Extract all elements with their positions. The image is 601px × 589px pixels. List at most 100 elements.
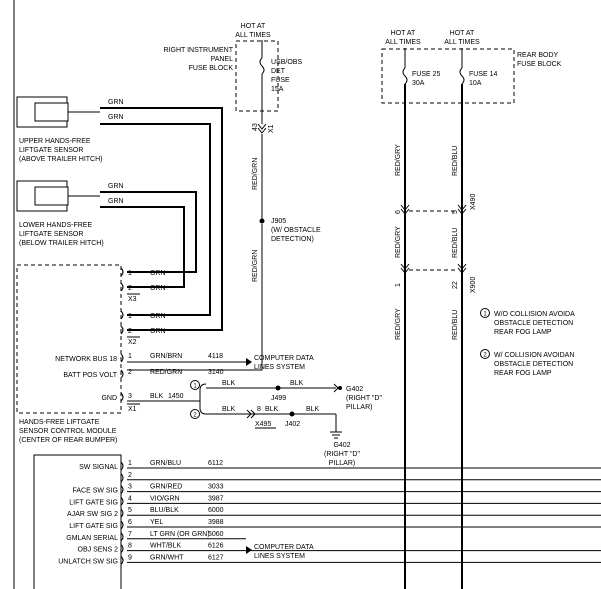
red-blu-label-3: RED/BLU <box>452 310 459 340</box>
rip-name-3: FUSE BLOCK <box>189 65 234 72</box>
x900-pin-1: 1 <box>395 283 402 287</box>
lower-data-lines-2: LINES SYSTEM <box>254 553 305 560</box>
row-pin-bracket <box>120 461 124 471</box>
rbfb-hot1-1: HOT AT <box>391 30 416 37</box>
lower-row-label: UNLATCH SW SIG <box>58 558 118 565</box>
rear-body-fuse-block-outline <box>381 48 515 104</box>
j499-label: J499 <box>271 395 286 402</box>
lower-row-color: WHT/BLK <box>150 543 181 550</box>
lower-sensor-wire-1 <box>100 191 197 273</box>
row-pin-bracket <box>120 556 124 565</box>
x2-pin-2-color: GRN <box>150 328 166 335</box>
g402-a-3: PILLAR) <box>346 404 372 411</box>
lower-row-pin: 7 <box>128 531 132 538</box>
rip-hot-1: HOT AT <box>241 23 266 30</box>
lower-row-color: BLU/BLK <box>150 507 179 514</box>
module-name-3: (CENTER OF REAR BUMPER) <box>19 437 117 444</box>
lower-sensor-name-3: (BELOW TRAILER HITCH) <box>19 240 104 247</box>
lower-hands-free-sensor: LOWER HANDS-FREE LIFTGATE SENSOR (BELOW … <box>16 180 104 247</box>
rip-fuse-4: 15A <box>271 86 284 93</box>
g402-b-3: PILLAR) <box>329 460 355 467</box>
ground-blk-1: BLK <box>222 380 236 387</box>
j402-label: J402 <box>285 421 300 428</box>
lower-row-color: YEL <box>150 519 163 526</box>
fuse14-label-2: 10A <box>469 80 482 87</box>
lower-wire-2-color: GRN <box>108 198 124 205</box>
upper-sensor-name-1: UPPER HANDS-FREE <box>19 138 91 145</box>
g402-b-1: G402 <box>333 442 350 449</box>
lower-row-circuit: 5060 <box>208 531 224 538</box>
row-pin-bracket <box>120 508 124 518</box>
note-1-line-3: REAR FOG LAMP <box>494 329 552 336</box>
lower-row-circuit: 6126 <box>208 543 224 550</box>
fuse25-label-2: 30A <box>412 80 425 87</box>
x3-connector: 1 GRN 2 GRN X3 <box>120 267 166 303</box>
module-data-lines-1: COMPUTER DATA <box>254 355 314 362</box>
upper-wire-2-color: GRN <box>108 114 124 121</box>
x1-row-3-label: GND <box>101 395 117 402</box>
rip-wire-color-lower: RED/GRN <box>252 250 259 282</box>
lower-row-pin: 9 <box>128 554 132 561</box>
x2-pin-2: 2 <box>128 328 132 335</box>
j905-label-1: J905 <box>271 218 286 225</box>
lower-row-color: VIO/GRN <box>150 495 180 502</box>
ground-circuit: 1 2 BLK BLK J499 G402 (RIGHT "D" PILLAR)… <box>127 380 382 467</box>
ground-blk-5: BLK <box>306 406 320 413</box>
rip-fuse-2: DET <box>271 68 286 75</box>
x1-row-2-label: BATT POS VOLT <box>63 372 117 379</box>
lower-row-pin: 4 <box>128 495 132 502</box>
ground-opt-1: 1 <box>193 384 197 390</box>
lower-row-color: LT GRN (OR GRN) <box>150 531 210 538</box>
module-data-lines-2: LINES SYSTEM <box>254 364 305 371</box>
lower-sensor-wire-2 <box>100 206 185 288</box>
x490-label: X490 <box>470 194 477 210</box>
j905-label-2: (W/ OBSTACLE <box>271 227 321 234</box>
note-2-line-3: REAR FOG LAMP <box>494 370 552 377</box>
lower-row-pin: 6 <box>128 519 132 526</box>
hands-free-control-module-outline <box>16 264 122 414</box>
note-1-line-2: OBSTACLE DETECTION <box>494 320 573 327</box>
x2-pin-1: 1 <box>128 313 132 320</box>
row-pin-bracket <box>120 485 124 494</box>
lower-row-pin: 8 <box>128 543 132 550</box>
x1-row-2-pin: 2 <box>128 369 132 376</box>
lower-row-label: GMLAN SERIAL <box>66 535 118 542</box>
note-2-line-1: W/ COLLISION AVOIDAN <box>494 352 574 359</box>
lower-row-label: FACE SW SIG <box>72 488 118 495</box>
x490-pin-6: 6 <box>395 210 402 214</box>
lower-row-color: GRN/WHT <box>150 554 184 561</box>
lower-row-label: LIFT GATE SIG <box>69 499 118 506</box>
lower-module-outline <box>33 454 122 589</box>
lower-wire-1-color: GRN <box>108 183 124 190</box>
x1-row-3-color: BLK <box>150 393 164 400</box>
rip-wire-color-upper: RED/GRN <box>252 158 259 190</box>
note-2-line-2: OBSTACLE DETECTION <box>494 361 573 368</box>
row-pin-bracket <box>120 544 124 553</box>
lower-row-pin: 1 <box>128 460 132 467</box>
lower-row-label: LIFT GATE SIG <box>69 523 118 530</box>
x2-conn-label: X2 <box>128 339 137 346</box>
upper-hands-free-sensor: UPPER HANDS-FREE LIFTGATE SENSOR (ABOVE … <box>16 96 103 163</box>
rbfb-hot2-1: HOT AT <box>450 30 475 37</box>
upper-sensor-wire-1 <box>100 107 223 331</box>
rbfb-name-2: FUSE BLOCK <box>517 61 562 68</box>
ground-blk-4: BLK <box>265 406 279 413</box>
rip-fuse-3: FUSE <box>271 77 290 84</box>
lower-sensor-name-1: LOWER HANDS-FREE <box>19 222 92 229</box>
x1-row-1-pin: 1 <box>128 353 132 360</box>
rip-fuse-1: USB/OBS <box>271 59 302 66</box>
note-1-line-1: W/O COLLISION AVOIDA <box>494 311 575 318</box>
lower-row-label: SW SIGNAL <box>79 464 118 471</box>
rbfb-name-1: REAR BODY <box>517 52 559 59</box>
upper-wire-1-color: GRN <box>108 99 124 106</box>
lower-row-color: GRN/BLU <box>150 460 181 467</box>
x1-row-1-color: GRN/BRN <box>150 353 182 360</box>
x495-label: X495 <box>255 421 271 428</box>
x3-pin-1-color: GRN <box>150 270 166 277</box>
rip-name-2: PANEL <box>211 56 234 63</box>
x1-connector-symbol <box>257 123 267 134</box>
lower-row-circuit: 3987 <box>208 495 224 502</box>
lower-row-label: OBJ SENS 2 <box>78 547 119 554</box>
x2-pin-1-color: GRN <box>150 313 166 320</box>
